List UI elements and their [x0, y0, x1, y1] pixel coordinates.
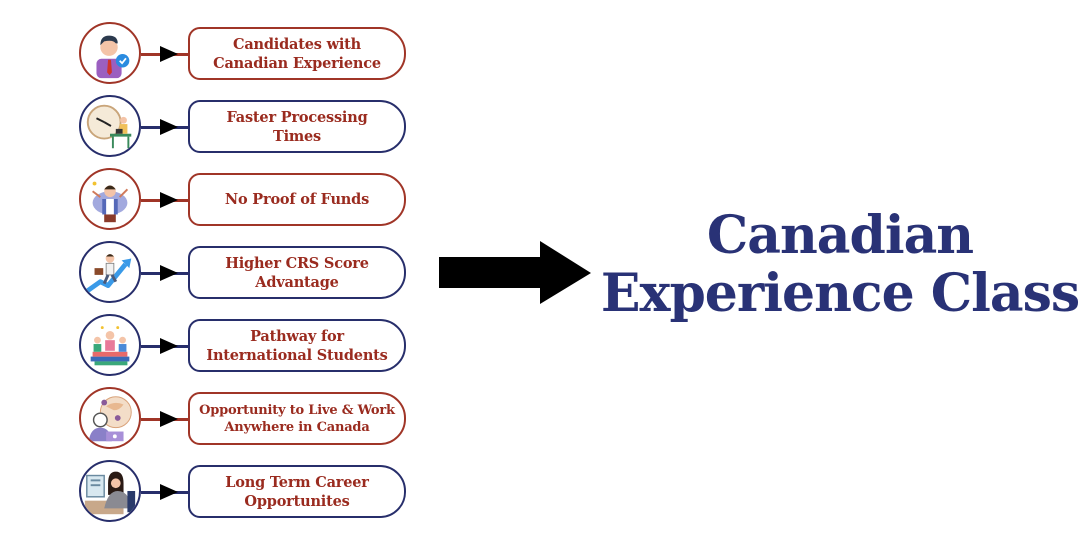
clock-worker-icon	[79, 95, 141, 157]
benefit-row: Opportunity to Live & Work Anywhere in C…	[0, 387, 420, 457]
benefit-row: Faster Processing Times	[0, 95, 420, 165]
arrow-right-icon	[160, 119, 178, 135]
benefit-row: No Proof of Funds	[0, 168, 420, 238]
page-title: Canadian Experience Class	[600, 207, 1080, 323]
candidate-verified-icon	[79, 22, 141, 84]
arrow-right-icon	[160, 192, 178, 208]
rising-graph-businessman-icon	[79, 241, 141, 303]
stressed-person-icon	[79, 168, 141, 230]
benefit-label: Candidates with Canadian Experience	[213, 35, 381, 72]
arrow-right-icon	[160, 484, 178, 500]
big-arrow-right-icon	[439, 241, 591, 304]
benefit-row: Pathway for International Students	[0, 314, 420, 384]
benefit-label: Long Term Career Opportunites	[225, 473, 369, 510]
benefit-label: Faster Processing Times	[226, 108, 368, 145]
benefit-label: Pathway for International Students	[206, 327, 388, 364]
benefit-box: Opportunity to Live & Work Anywhere in C…	[188, 392, 406, 445]
benefit-label: Higher CRS Score Advantage	[225, 254, 369, 291]
benefit-label: Opportunity to Live & Work Anywhere in C…	[199, 402, 395, 435]
benefit-box: Faster Processing Times	[188, 100, 406, 153]
benefit-box: Candidates with Canadian Experience	[188, 27, 406, 80]
arrow-right-icon	[160, 265, 178, 281]
remote-work-globe-icon	[79, 387, 141, 449]
students-books-icon	[79, 314, 141, 376]
benefit-row: Candidates with Canadian Experience	[0, 22, 420, 92]
benefit-box: Pathway for International Students	[188, 319, 406, 372]
title-line-1: Canadian	[706, 205, 974, 266]
benefit-box: Higher CRS Score Advantage	[188, 246, 406, 299]
benefit-box: No Proof of Funds	[188, 173, 406, 226]
title-line-2: Experience Class	[600, 263, 1080, 324]
benefit-row: Long Term Career Opportunites	[0, 460, 420, 530]
benefit-row: Higher CRS Score Advantage	[0, 241, 420, 311]
benefit-label: No Proof of Funds	[224, 191, 370, 208]
arrow-right-icon	[160, 46, 178, 62]
benefit-box: Long Term Career Opportunites	[188, 465, 406, 518]
office-worker-icon	[79, 460, 141, 522]
arrow-right-icon	[160, 338, 178, 354]
arrow-right-icon	[160, 411, 178, 427]
